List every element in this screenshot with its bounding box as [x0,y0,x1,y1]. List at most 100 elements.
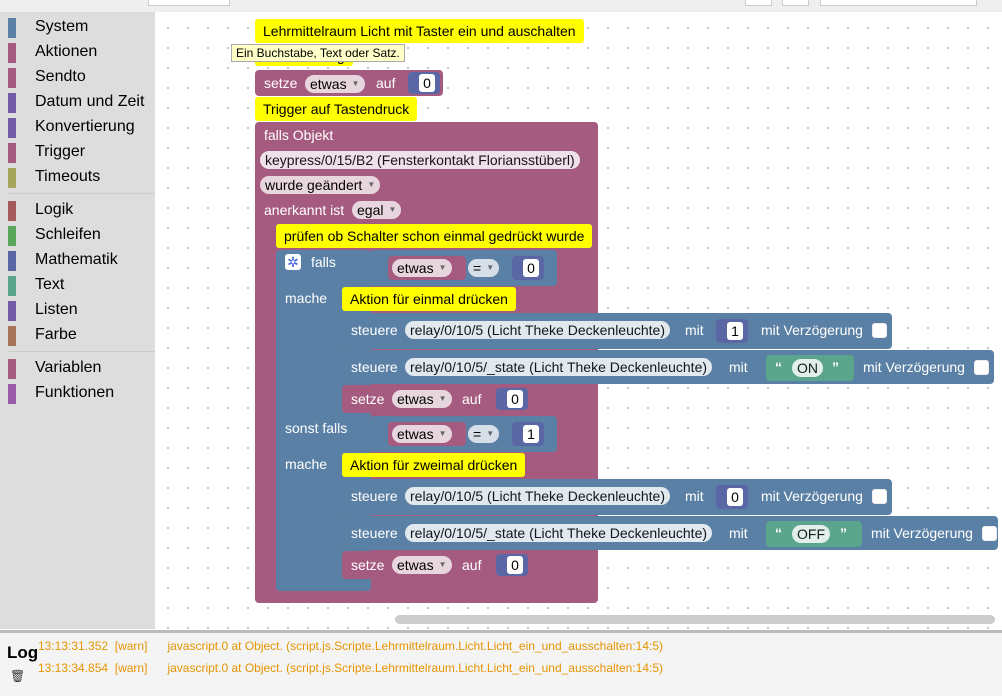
number-field[interactable]: 0 [507,556,523,574]
category-logik[interactable]: Logik [0,198,155,223]
trigger-condition-dropdown[interactable]: wurde geändert [260,176,381,194]
text-field[interactable]: ON [792,359,823,377]
toolbar-button[interactable] [745,0,772,6]
object-id-field[interactable]: relay/0/10/5 (Licht Theke Deckenleuchte) [405,487,670,505]
log-message: javascript.0 at Object. (script.js.Scrip… [167,661,664,675]
delay-checkbox[interactable] [872,323,887,338]
category-color-bar [8,18,16,38]
category-color-bar [8,201,16,221]
set-label: setze [351,557,385,573]
category-text[interactable]: Text [0,273,155,298]
if-label: falls [311,254,336,270]
block-comment[interactable]: Lehrmittelraum Licht mit Taster ein und … [255,19,584,43]
log-line: 13:13:34.854 [warn] javascript.0 at Obje… [38,661,663,675]
category-color-bar [8,168,16,188]
variable-dropdown[interactable]: etwas [305,75,365,93]
number-field[interactable]: 1 [727,322,743,340]
log-time: 13:13:34.854 [38,661,109,675]
category-color-bar [8,118,16,138]
trash-icon[interactable]: 🗑 [10,669,26,683]
log-line: 13:13:31.352 [warn] javascript.0 at Obje… [38,639,663,653]
category-color-bar [8,326,16,346]
toolbar-button[interactable] [782,0,809,6]
category-timeouts[interactable]: Timeouts [0,165,155,190]
number-field[interactable]: 0 [727,488,743,506]
set-label: setze [351,391,385,407]
control-label: steuere [351,525,398,541]
number-field[interactable]: 0 [507,390,523,408]
category-mathematik[interactable]: Mathematik [0,248,155,273]
category-color-bar [8,301,16,321]
text-field[interactable]: OFF [792,525,830,543]
object-id-field[interactable]: relay/0/10/5 (Licht Theke Deckenleuchte) [405,321,670,339]
category-farbe[interactable]: Farbe [0,323,155,348]
horizontal-scrollbar[interactable] [395,615,995,624]
control-label: steuere [351,322,398,338]
category-funktionen[interactable]: Funktionen [0,381,155,406]
block-comment[interactable]: Aktion für einmal drücken [342,287,516,311]
with-label: mit [685,488,704,504]
block-comment[interactable]: Trigger auf Tastendruck [255,97,418,121]
do-label: mache [285,456,328,472]
else-if-label: sonst falls [285,420,348,436]
tooltip: Ein Buchstabe, Text oder Satz. [231,44,405,62]
with-delay-label: mit Verzögerung [863,359,965,375]
to-label: auf [462,557,482,573]
category-color-bar [8,251,16,271]
block-toolbox: System Aktionen Sendto Datum und Zeit Ko… [0,12,155,629]
delay-checkbox[interactable] [982,526,997,541]
category-schleifen[interactable]: Schleifen [0,223,155,248]
category-datum-und-zeit[interactable]: Datum und Zeit [0,90,155,115]
if-object-label: falls Objekt [264,127,334,143]
operator-dropdown[interactable]: = [468,259,500,277]
log-message: javascript.0 at Object. (script.js.Scrip… [167,639,664,653]
category-listen[interactable]: Listen [0,298,155,323]
category-aktionen[interactable]: Aktionen [0,40,155,65]
category-system[interactable]: System [0,15,155,40]
variable-dropdown[interactable]: etwas [392,425,452,443]
toolbox-separator [8,193,155,194]
to-label: auf [376,75,396,91]
category-color-bar [8,43,16,63]
log-level: [warn] [114,639,148,653]
category-color-bar [8,276,16,296]
operator-dropdown[interactable]: = [468,425,500,443]
with-delay-label: mit Verzögerung [761,488,863,504]
category-konvertierung[interactable]: Konvertierung [0,115,155,140]
ack-dropdown[interactable]: egal [352,201,402,219]
delay-checkbox[interactable] [974,360,989,375]
category-variablen[interactable]: Variablen [0,356,155,381]
block-comment[interactable]: Aktion für zweimal drücken [342,453,526,477]
set-label: setze [264,75,298,91]
toolbar-search[interactable] [820,0,977,6]
log-panel: Log 🗑 13:13:31.352 [warn] javascript.0 a… [0,630,1002,696]
log-time: 13:13:31.352 [38,639,109,653]
object-id-field[interactable]: relay/0/10/5/_state (Licht Theke Deckenl… [405,524,713,542]
gear-icon[interactable]: ✲ [285,254,301,270]
number-field[interactable]: 0 [523,259,539,277]
number-field[interactable]: 1 [523,425,539,443]
log-level: [warn] [114,661,148,675]
with-delay-label: mit Verzögerung [761,322,863,338]
do-label: mache [285,290,328,306]
quote-open: “ [775,359,782,375]
quote-close: ” [840,525,847,541]
quote-open: “ [775,525,782,541]
variable-dropdown[interactable]: etwas [392,259,452,277]
block-comment[interactable]: prüfen ob Schalter schon einmal gedrückt… [276,224,593,248]
variable-dropdown[interactable]: etwas [392,390,452,408]
number-field[interactable]: 0 [419,74,435,92]
object-id-field[interactable]: keypress/0/15/B2 (Fensterkontakt Florian… [260,151,580,169]
category-color-bar [8,93,16,113]
category-trigger[interactable]: Trigger [0,140,155,165]
category-sendto[interactable]: Sendto [0,65,155,90]
log-title: Log [7,643,39,662]
with-delay-label: mit Verzögerung [871,525,973,541]
variable-dropdown[interactable]: etwas [392,556,452,574]
ack-label: anerkannt ist [264,202,345,218]
category-color-bar [8,384,16,404]
toolbar-field[interactable] [148,0,230,6]
delay-checkbox[interactable] [872,489,887,504]
control-label: steuere [351,359,398,375]
object-id-field[interactable]: relay/0/10/5/_state (Licht Theke Deckenl… [405,358,713,376]
